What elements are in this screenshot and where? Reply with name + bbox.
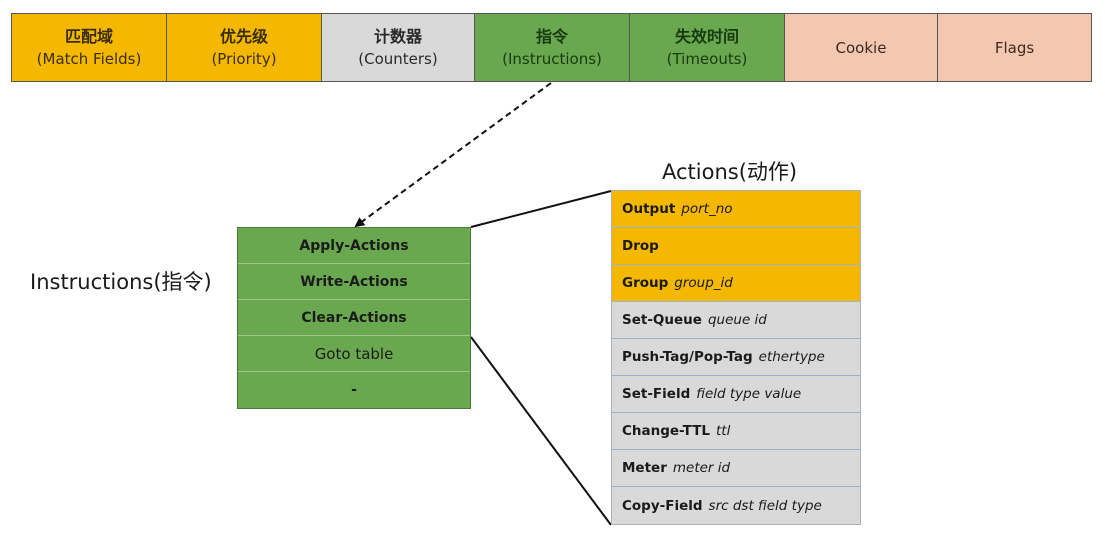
header-cell-instructions: 指令 (Instructions) bbox=[475, 14, 630, 81]
header-cell-zh: 计数器 bbox=[373, 26, 422, 46]
header-cell-en: (Priority) bbox=[211, 49, 277, 68]
header-cell-en: (Match Fields) bbox=[36, 49, 142, 68]
action-meter: Meter meter id bbox=[612, 450, 860, 487]
header-cell-en: Cookie bbox=[835, 38, 887, 57]
action-name: Change-TTL bbox=[622, 423, 711, 439]
instruction-goto-table: Goto table bbox=[238, 336, 470, 372]
header-cell-en: (Counters) bbox=[358, 49, 438, 68]
action-drop: Drop bbox=[612, 228, 860, 265]
header-cell-zh: 失效时间 bbox=[674, 26, 739, 46]
header-cell-zh: 优先级 bbox=[219, 26, 268, 46]
action-name: Group bbox=[622, 275, 669, 291]
action-set-queue: Set-Queue queue id bbox=[612, 302, 860, 339]
actions-title: Actions(动作) bbox=[662, 160, 798, 184]
header-cell-zh: 匹配域 bbox=[64, 26, 113, 46]
action-name: Drop bbox=[622, 238, 659, 254]
action-param: ttl bbox=[716, 423, 731, 439]
action-group: Group group_id bbox=[612, 265, 860, 302]
instructions-table: Apply-Actions Write-Actions Clear-Action… bbox=[237, 227, 471, 409]
action-param: queue id bbox=[707, 312, 767, 328]
action-name: Output bbox=[622, 201, 676, 217]
action-push-pop-tag: Push-Tag/Pop-Tag ethertype bbox=[612, 339, 860, 376]
header-cell-priority: 优先级 (Priority) bbox=[167, 14, 322, 81]
instruction-apply-actions: Apply-Actions bbox=[238, 228, 470, 264]
action-name: Push-Tag/Pop-Tag bbox=[622, 349, 753, 365]
action-param: port_no bbox=[681, 201, 733, 217]
header-cell-cookie: Cookie bbox=[785, 14, 938, 81]
header-cell-flags: Flags bbox=[938, 14, 1091, 81]
action-name: Set-Field bbox=[622, 386, 691, 402]
instructions-title: Instructions(指令) bbox=[30, 270, 212, 294]
header-cell-en: (Instructions) bbox=[502, 49, 602, 68]
action-copy-field: Copy-Field src dst field type bbox=[612, 487, 860, 524]
action-set-field: Set-Field field type value bbox=[612, 376, 860, 413]
action-param: field type value bbox=[696, 386, 802, 402]
dashed-arrow bbox=[354, 82, 552, 228]
action-output: Output port_no bbox=[612, 191, 860, 228]
actions-table: Output port_no Drop Group group_id Set-Q… bbox=[611, 190, 861, 525]
instruction-clear-actions: Clear-Actions bbox=[238, 300, 470, 336]
header-cell-counters: 计数器 (Counters) bbox=[322, 14, 475, 81]
action-param: ethertype bbox=[758, 349, 825, 365]
action-name: Copy-Field bbox=[622, 497, 703, 514]
action-name: Set-Queue bbox=[622, 312, 702, 328]
action-param: meter id bbox=[672, 460, 731, 476]
zoom-line-top bbox=[470, 190, 612, 228]
header-cell-match-fields: 匹配域 (Match Fields) bbox=[12, 14, 167, 81]
header-cell-timeouts: 失效时间 (Timeouts) bbox=[630, 14, 785, 81]
action-name: Meter bbox=[622, 460, 667, 476]
zoom-line-bottom bbox=[470, 336, 612, 526]
action-param: src dst field type bbox=[708, 497, 822, 514]
action-param: group_id bbox=[674, 275, 733, 291]
header-cell-en: (Timeouts) bbox=[666, 49, 748, 68]
flow-entry-fields: 匹配域 (Match Fields) 优先级 (Priority) 计数器 (C… bbox=[11, 13, 1092, 82]
header-cell-en: Flags bbox=[994, 38, 1035, 57]
instruction-write-actions: Write-Actions bbox=[238, 264, 470, 300]
instruction-placeholder: - bbox=[238, 372, 470, 408]
header-cell-zh: 指令 bbox=[535, 26, 568, 46]
action-change-ttl: Change-TTL ttl bbox=[612, 413, 860, 450]
